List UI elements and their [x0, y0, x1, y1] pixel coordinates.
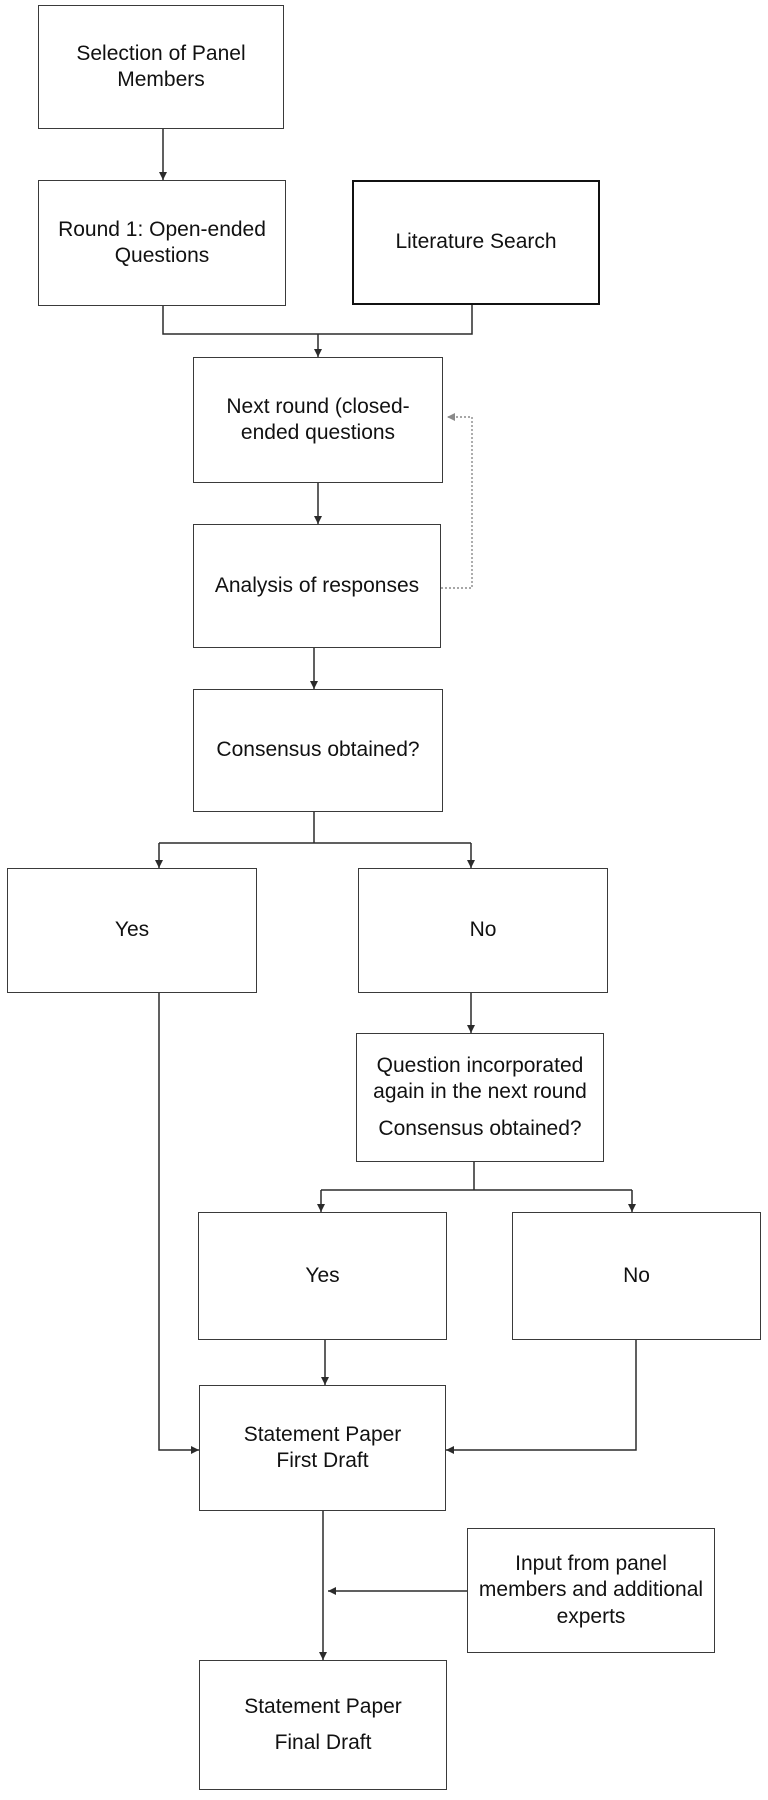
consensus-label: Consensus obtained?	[216, 738, 420, 762]
literature-label: Literature Search	[395, 230, 557, 254]
box-yes-1: Yes	[7, 868, 257, 993]
box-analysis-of-responses: Analysis of responses	[193, 524, 441, 648]
box-no-2: No	[512, 1212, 761, 1340]
final-draft-line2: Final Draft	[274, 1731, 372, 1754]
box-consensus-obtained: Consensus obtained?	[193, 689, 443, 812]
box-question-incorporated: Question incorporated again in the next …	[356, 1033, 604, 1162]
no2-label: No	[623, 1263, 650, 1287]
arrow-no2-to-first-draft	[446, 1340, 637, 1454]
box-round1-open-ended: Round 1: Open-ended Questions	[38, 180, 286, 306]
final-draft-line1: Statement Paper	[244, 1694, 402, 1718]
selection-label: Selection of Panel Members	[76, 41, 246, 91]
box-input-from-panel: Input from panel members and additional …	[467, 1528, 715, 1653]
feedback-loop-analysis-to-next-round	[441, 413, 473, 589]
first-draft-line1: Statement Paper	[243, 1422, 402, 1446]
next-round-label: Next round (closed-ended questions	[226, 394, 410, 444]
box-literature-search: Literature Search	[352, 180, 600, 305]
yes2-label: Yes	[305, 1263, 340, 1287]
box-selection-of-panel-members: Selection of Panel Members	[38, 5, 284, 129]
box-next-round: Next round (closed-ended questions	[193, 357, 443, 483]
connector-round1-down	[162, 306, 318, 335]
first-draft-line2: First Draft	[276, 1449, 369, 1472]
input-label: Input from panel members and additional …	[478, 1552, 704, 1628]
yes1-label: Yes	[114, 918, 150, 942]
round1-label: Round 1: Open-ended Questions	[58, 217, 266, 267]
box-first-draft: Statement Paper First Draft	[199, 1385, 446, 1511]
box-no-1: No	[358, 868, 608, 993]
arrow-yes1-to-first-draft	[158, 993, 199, 1454]
connector-literature-down	[318, 305, 473, 335]
box-yes-2: Yes	[198, 1212, 447, 1340]
no1-label: No	[469, 918, 497, 942]
question-consensus-label: Consensus obtained?	[378, 1116, 582, 1140]
box-final-draft: Statement Paper Final Draft	[199, 1660, 447, 1790]
question-incorporated-label: Question incorporated again in the next …	[373, 1054, 587, 1104]
analysis-label: Analysis of responses	[214, 573, 420, 597]
